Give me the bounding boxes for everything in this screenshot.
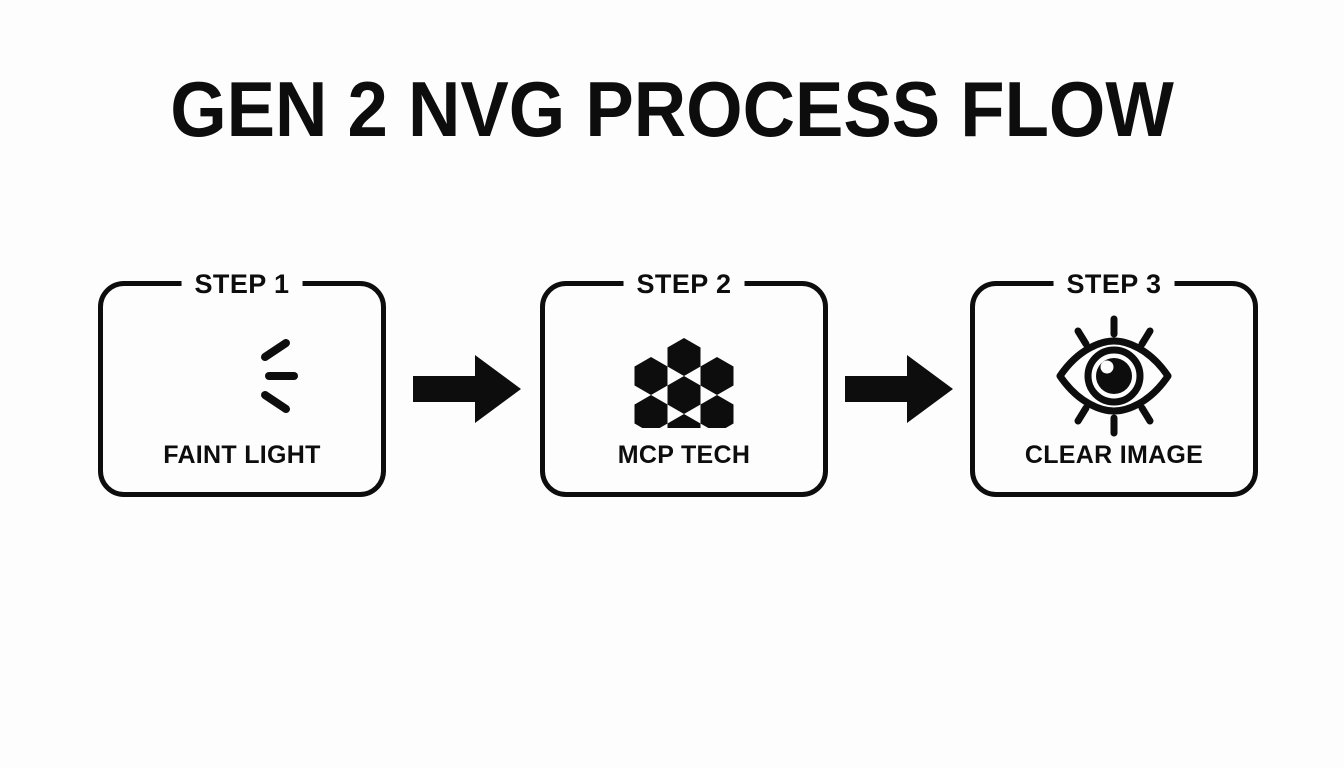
step-card-3[interactable]: STEP 3 xyxy=(970,269,1258,497)
step-icon-3 xyxy=(975,315,1253,437)
step-caption-3: CLEAR IMAGE xyxy=(1024,441,1204,469)
step-caption-2: MCP TECH xyxy=(617,441,751,469)
arrow-right-icon xyxy=(845,355,953,423)
step-badge-3: STEP 3 xyxy=(1053,269,1175,299)
connector-arrow-2 xyxy=(845,353,953,425)
step-card-1[interactable]: STEP 1 FAINT LIGHT xyxy=(98,269,386,497)
step-icon-2 xyxy=(545,324,823,428)
step-card-2[interactable]: STEP 2 xyxy=(540,269,828,497)
crescent-moon-with-rays-icon xyxy=(201,332,298,420)
step-badge-1: STEP 1 xyxy=(181,269,303,299)
process-flow-row: STEP 1 FAINT LIGHT STEP 2 xyxy=(98,269,1258,501)
arrow-right-icon xyxy=(413,355,521,423)
step-caption-1: FAINT LIGHT xyxy=(163,441,321,469)
shining-eye-icon xyxy=(1056,315,1172,437)
step-icon-1 xyxy=(103,324,381,428)
connector-arrow-1 xyxy=(413,353,521,425)
page-title: GEN 2 NVG PROCESS FLOW xyxy=(170,65,1174,153)
honeycomb-hexagons-icon xyxy=(634,338,734,428)
step-badge-2: STEP 2 xyxy=(623,269,745,299)
